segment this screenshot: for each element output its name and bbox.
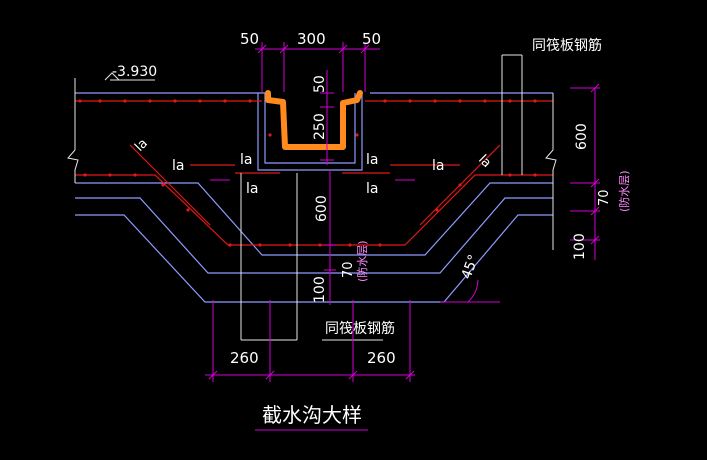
la-label: la — [366, 181, 378, 197]
dim-top-left: 50 — [240, 30, 259, 48]
dim-v-50: 50 — [312, 75, 328, 93]
dim-top-right: 50 — [362, 30, 381, 48]
la-label: la — [246, 181, 258, 197]
dim-v-100-right: 100 — [572, 233, 588, 260]
rebar-dots — [78, 99, 537, 247]
drawing-title: 截水沟大样 — [262, 403, 362, 427]
la-label: la — [366, 152, 378, 168]
dim-v-600-mid: 600 — [314, 195, 330, 222]
dim-v-70-mid: 70 — [341, 261, 356, 278]
trench-outline — [257, 93, 363, 171]
la-label: la — [132, 136, 151, 155]
note-top: 同筏板钢筋 — [532, 37, 602, 54]
la-label: la — [475, 152, 494, 171]
dim-v-70-mid-note: (防水层) — [355, 240, 369, 282]
slab-outline — [75, 92, 553, 303]
dim-v-250: 250 — [312, 113, 328, 140]
dimension-lines — [205, 42, 600, 382]
dim-v-100-mid: 100 — [312, 276, 328, 303]
dim-top-mid: 300 — [297, 30, 326, 48]
trench-rebar-highlight — [265, 90, 363, 150]
la-label: la — [172, 158, 184, 174]
dim-bottom-left: 260 — [230, 349, 259, 367]
dimension-ticks — [208, 44, 600, 380]
angle-label: 45° — [459, 253, 483, 282]
la-label: la — [432, 158, 444, 174]
note-bottom: 同筏板钢筋 — [325, 320, 395, 337]
elevation-label: -3.930 — [112, 64, 157, 80]
section-lines — [67, 54, 557, 341]
dim-v-70-right-note: (防水层) — [617, 170, 631, 212]
dim-bottom-right: 260 — [367, 349, 396, 367]
la-label: la — [240, 152, 252, 168]
dim-v-600-right: 600 — [574, 123, 590, 150]
dim-v-70-right: 70 — [597, 189, 612, 206]
